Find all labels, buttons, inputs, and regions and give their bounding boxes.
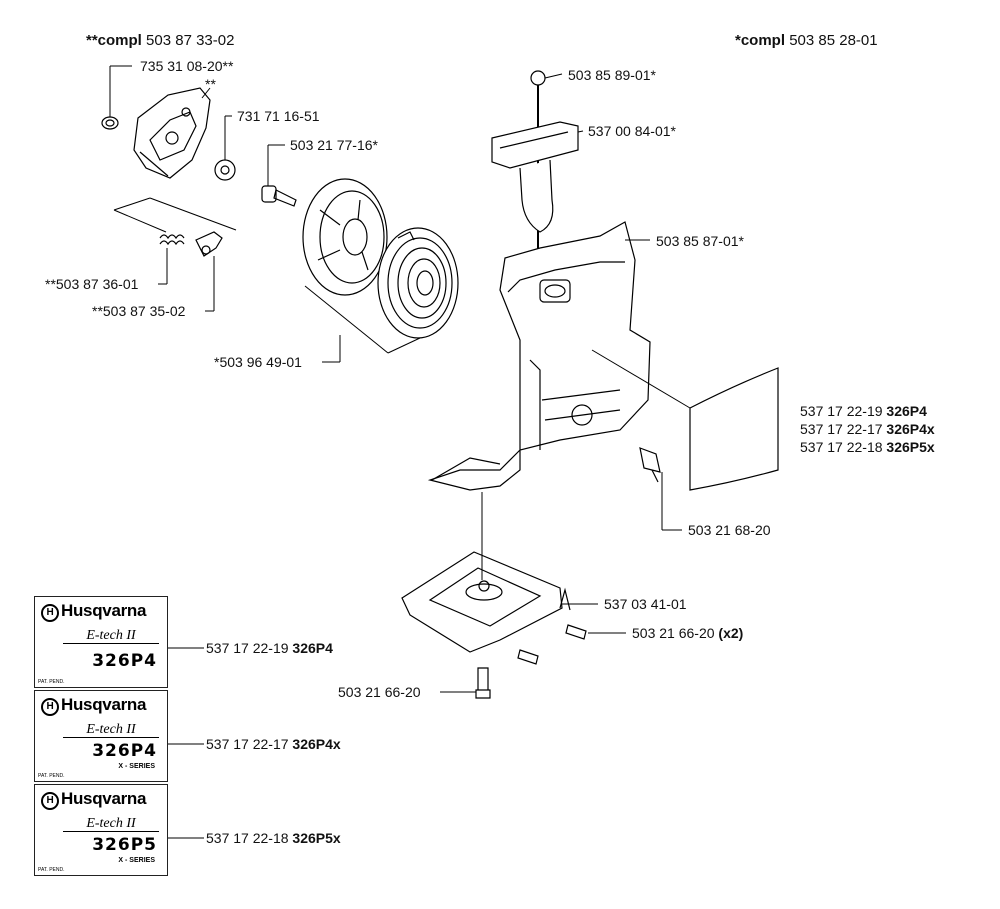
model-name: 326P5x xyxy=(886,439,935,455)
part-label-537172219: 537 17 22-19 326P4 xyxy=(800,403,927,419)
decal-part-label-1: 537 17 22-17 326P4x xyxy=(206,736,341,752)
decal-part-label-2: 537 17 22-18 326P5x xyxy=(206,830,341,846)
part-number: 537 17 22-18 xyxy=(206,830,289,846)
right-header-prefix: *compl xyxy=(735,32,786,49)
part-label-503858901: 503 85 89-01* xyxy=(568,67,656,83)
starter-housing-part xyxy=(427,221,651,491)
part-label-dstar: ** xyxy=(205,76,216,92)
part-label-735310820: 735 31 08-20** xyxy=(140,58,234,74)
part-label-503964901: *503 96 49-01 xyxy=(214,354,302,370)
part-label-503216620: 503 21 66-20 xyxy=(338,684,421,700)
housing-screw-part xyxy=(639,447,661,483)
pulley-part xyxy=(302,178,388,296)
decal-model: 326P4 xyxy=(92,741,157,761)
husqvarna-logo-icon: H xyxy=(41,698,59,716)
decal-pat-pend: PAT. PEND. xyxy=(38,867,65,873)
model-name: 326P4 xyxy=(886,403,927,419)
model-name: 326P4x xyxy=(886,421,935,437)
decal-line: E-tech II xyxy=(63,722,159,738)
part-number: 537 17 22-18 xyxy=(800,439,883,455)
part-label-503873502: **503 87 35-02 xyxy=(92,303,186,319)
decal-sheet-part xyxy=(689,367,779,491)
cap-part xyxy=(101,116,119,130)
part-label-537008401: 537 00 84-01* xyxy=(588,123,676,139)
decal-part-label-0: 537 17 22-19 326P4 xyxy=(206,640,333,656)
base-plate-part xyxy=(401,551,571,653)
part-label-537172217: 537 17 22-17 326P4x xyxy=(800,421,935,437)
part-number: 537 17 22-19 xyxy=(800,403,883,419)
decal-model: 326P5 xyxy=(92,835,157,855)
bolt-part xyxy=(261,185,297,207)
leader-lines xyxy=(109,65,691,839)
decal-series: X - SERIES xyxy=(118,857,155,864)
husqvarna-logo-icon: H xyxy=(41,792,59,810)
part-label-503217716: 503 21 77-16* xyxy=(290,137,378,153)
part-number: 537 17 22-17 xyxy=(800,421,883,437)
part-label-731711651: 731 71 16-51 xyxy=(237,108,320,124)
husqvarna-logo-icon: H xyxy=(41,604,59,622)
part-label-537034101: 537 03 41-01 xyxy=(604,596,687,612)
quantity: (x2) xyxy=(718,625,744,641)
spring-pawl-parts xyxy=(159,231,223,257)
starter-handle-part xyxy=(491,70,579,255)
model-name: 326P5x xyxy=(292,830,341,846)
right-header-number: 503 85 28-01 xyxy=(789,32,878,49)
part-number: 537 17 22-17 xyxy=(206,736,289,752)
screws-parts xyxy=(475,624,587,699)
part-label-503873601: **503 87 36-01 xyxy=(45,276,139,292)
model-name: 326P4 xyxy=(292,640,333,656)
right-assembly-header: *compl 503 85 28-01 xyxy=(735,33,878,49)
recoil-spring-part xyxy=(377,227,459,339)
part-label-503858701: 503 85 87-01* xyxy=(656,233,744,249)
decal-series: X - SERIES xyxy=(118,763,155,770)
left-assembly-header: **compl 503 87 33-02 xyxy=(86,33,234,49)
model-name: 326P4x xyxy=(292,736,341,752)
decal-line: E-tech II xyxy=(63,628,159,644)
decal-pat-pend: PAT. PEND. xyxy=(38,679,65,685)
left-header-number: 503 87 33-02 xyxy=(146,32,235,49)
decal-line: E-tech II xyxy=(63,816,159,832)
part-number: 537 17 22-19 xyxy=(206,640,289,656)
part-number: 503 21 66-20 xyxy=(632,625,715,641)
part-label-537172218: 537 17 22-18 326P5x xyxy=(800,439,935,455)
pawl-cover-part xyxy=(133,87,211,179)
left-header-prefix: **compl xyxy=(86,32,142,49)
part-label-503216820: 503 21 68-20 xyxy=(688,522,771,538)
decal-pat-pend: PAT. PEND. xyxy=(38,773,65,779)
decal-model: 326P4 xyxy=(92,651,157,671)
part-label-503216620-x2: 503 21 66-20 (x2) xyxy=(632,625,743,641)
nut-part xyxy=(214,159,236,181)
